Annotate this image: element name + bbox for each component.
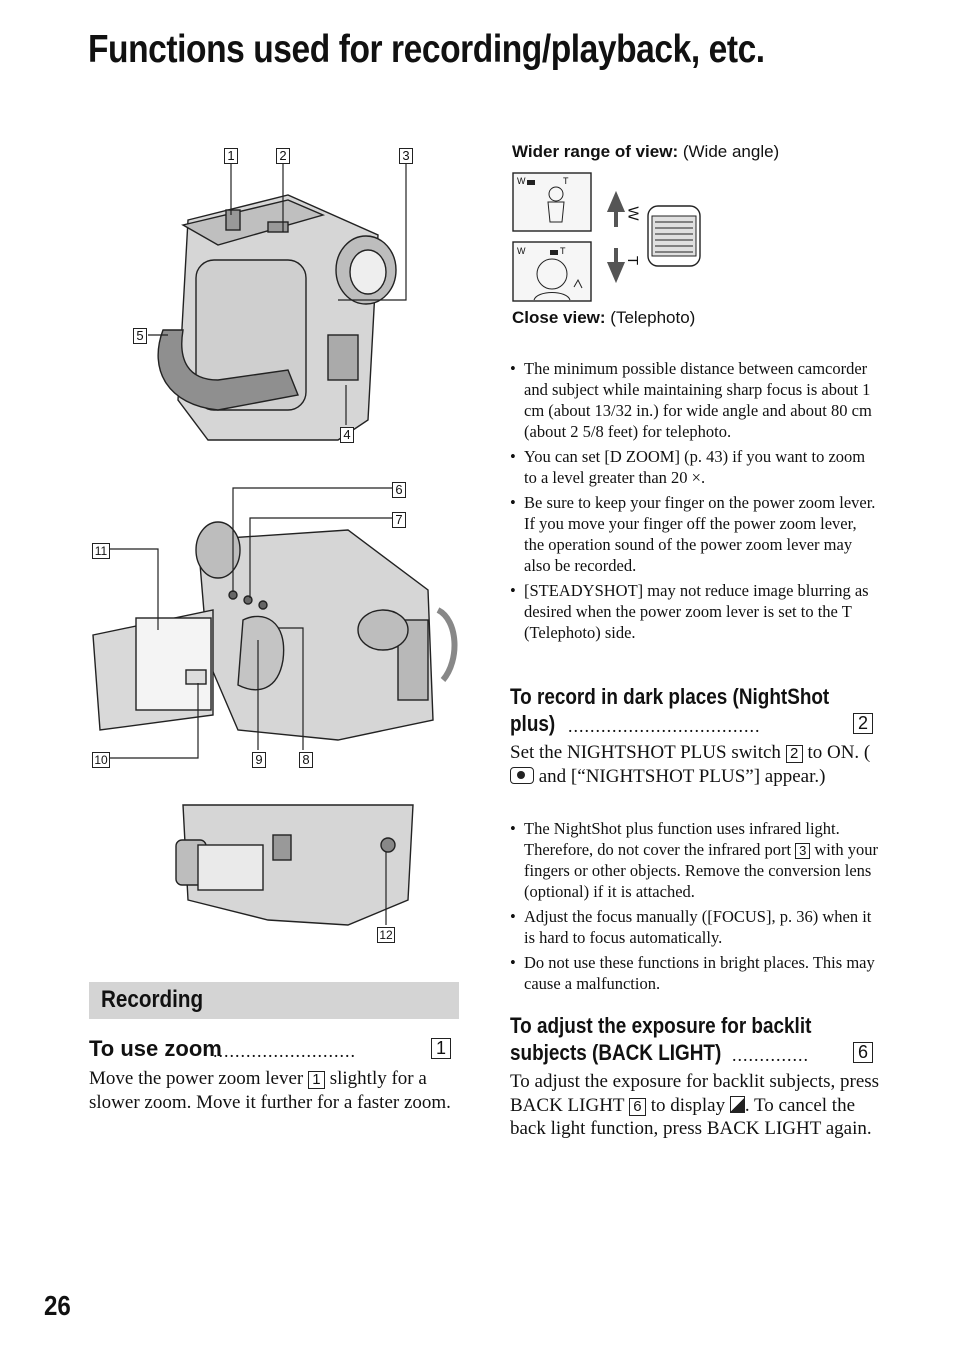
nightshot-notes-list: The NightShot plus function uses infrare… (510, 818, 880, 998)
backlight-heading-line2: subjects (BACK LIGHT) .............. 6 (510, 1039, 880, 1067)
nightshot-body-1: Set the NIGHTSHOT PLUS switch (510, 742, 781, 763)
backlight-body-1: To adjust the exposure for backlit subje… (510, 1071, 880, 1116)
wide-t-mark: T (563, 176, 569, 186)
tele-label-rest: (Telephoto) (610, 308, 696, 327)
list-item: You can set [D ZOOM] (p. 43) if you want… (510, 446, 880, 488)
backlight-body-3: . To cancel the back light function, pre… (510, 1094, 872, 1140)
wide-label-bold: Wider range of view: (512, 142, 679, 161)
zoom-ref: 1 (431, 1038, 451, 1059)
callout-10: 10 (92, 752, 110, 768)
zoom-body-ref: 1 (307, 1071, 325, 1089)
tele-label-bold: Close view: (512, 308, 606, 327)
nightshot-ref: 2 (853, 713, 873, 734)
list-item: The minimum possible distance between ca… (510, 358, 880, 442)
list-item: Be sure to keep your finger on the power… (510, 492, 880, 576)
zoom-body-1: Move the power zoom lever (89, 1068, 304, 1089)
list-item: [STEADYSHOT] may not reduce image blurri… (510, 580, 880, 643)
callout-12: 12 (377, 927, 395, 943)
nightshot-bullet-ref: 3 (795, 843, 811, 859)
callout-3: 3 (399, 148, 413, 164)
list-item: Adjust the focus manually ([FOCUS], p. 3… (510, 906, 880, 948)
recording-section-bar: Recording (89, 982, 459, 1019)
zoom-body: Move the power zoom lever 1 slightly for… (89, 1067, 461, 1114)
page-title: Functions used for recording/playback, e… (88, 28, 765, 71)
callout-2: 2 (276, 148, 290, 164)
nightshot-body-ref: 2 (785, 745, 803, 763)
lever-w-mark: W (624, 206, 642, 221)
callout-7: 7 (392, 512, 406, 528)
zoom-body-2: slightly for a slower zoom. Move it furt… (89, 1068, 451, 1113)
page-number: 26 (44, 1290, 71, 1321)
backlight-heading-line2-text: subjects (BACK LIGHT) (510, 1040, 722, 1065)
nightshot-heading-line1: To record in dark places (NightShot (510, 684, 830, 709)
backlight-body: To adjust the exposure for backlit subje… (510, 1070, 880, 1141)
zoom-heading-text: To use zoom (89, 1036, 222, 1061)
wide-w-mark: W (517, 176, 526, 186)
lever-t-mark: T (624, 255, 642, 266)
list-item: The NightShot plus function uses infrare… (510, 818, 880, 902)
tele-w-mark: W (517, 246, 526, 256)
nightshot-bullet-1b: with your fingers or other objects. Remo… (524, 840, 879, 901)
zoom-notes-list: The minimum possible distance between ca… (510, 358, 880, 647)
backlight-body-2: to display (650, 1094, 726, 1116)
nightshot-body-3: and [“NIGHTSHOT PLUS”] appear.) (538, 765, 826, 787)
backlight-ref: 6 (853, 1042, 873, 1063)
callout-4: 4 (340, 427, 354, 443)
backlight-icon (729, 1095, 745, 1113)
wide-angle-label: Wider range of view: (Wide angle) (512, 142, 779, 162)
nightshot-icon (510, 766, 534, 784)
recording-section-label: Recording (101, 986, 204, 1013)
zoom-diagram (512, 172, 701, 302)
callout-11: 11 (92, 543, 110, 559)
callout-9: 9 (252, 752, 266, 768)
list-item: Do not use these functions in bright pla… (510, 952, 880, 994)
wide-label-rest: (Wide angle) (682, 142, 780, 161)
callout-5: 5 (133, 328, 147, 344)
nightshot-bullet-1a: The NightShot plus function uses infrare… (524, 819, 840, 859)
nightshot-heading-line2-text: plus) (510, 711, 556, 736)
tele-t-mark: T (560, 246, 566, 256)
backlight-body-ref: 6 (628, 1097, 646, 1116)
nightshot-body-2: to ON. ( (807, 742, 871, 763)
backlight-heading-line1: To adjust the exposure for backlit (510, 1013, 812, 1038)
nightshot-heading-line2: plus) ..................................… (510, 710, 880, 738)
callout-1: 1 (224, 148, 238, 164)
callout-8: 8 (299, 752, 313, 768)
telephoto-label: Close view: (Telephoto) (512, 308, 695, 328)
zoom-heading: To use zoom .......................... 1 (89, 1035, 459, 1062)
camcorder-illustration (92, 164, 458, 926)
nightshot-body: Set the NIGHTSHOT PLUS switch 2 to ON. (… (510, 741, 880, 788)
callout-6: 6 (392, 482, 406, 498)
